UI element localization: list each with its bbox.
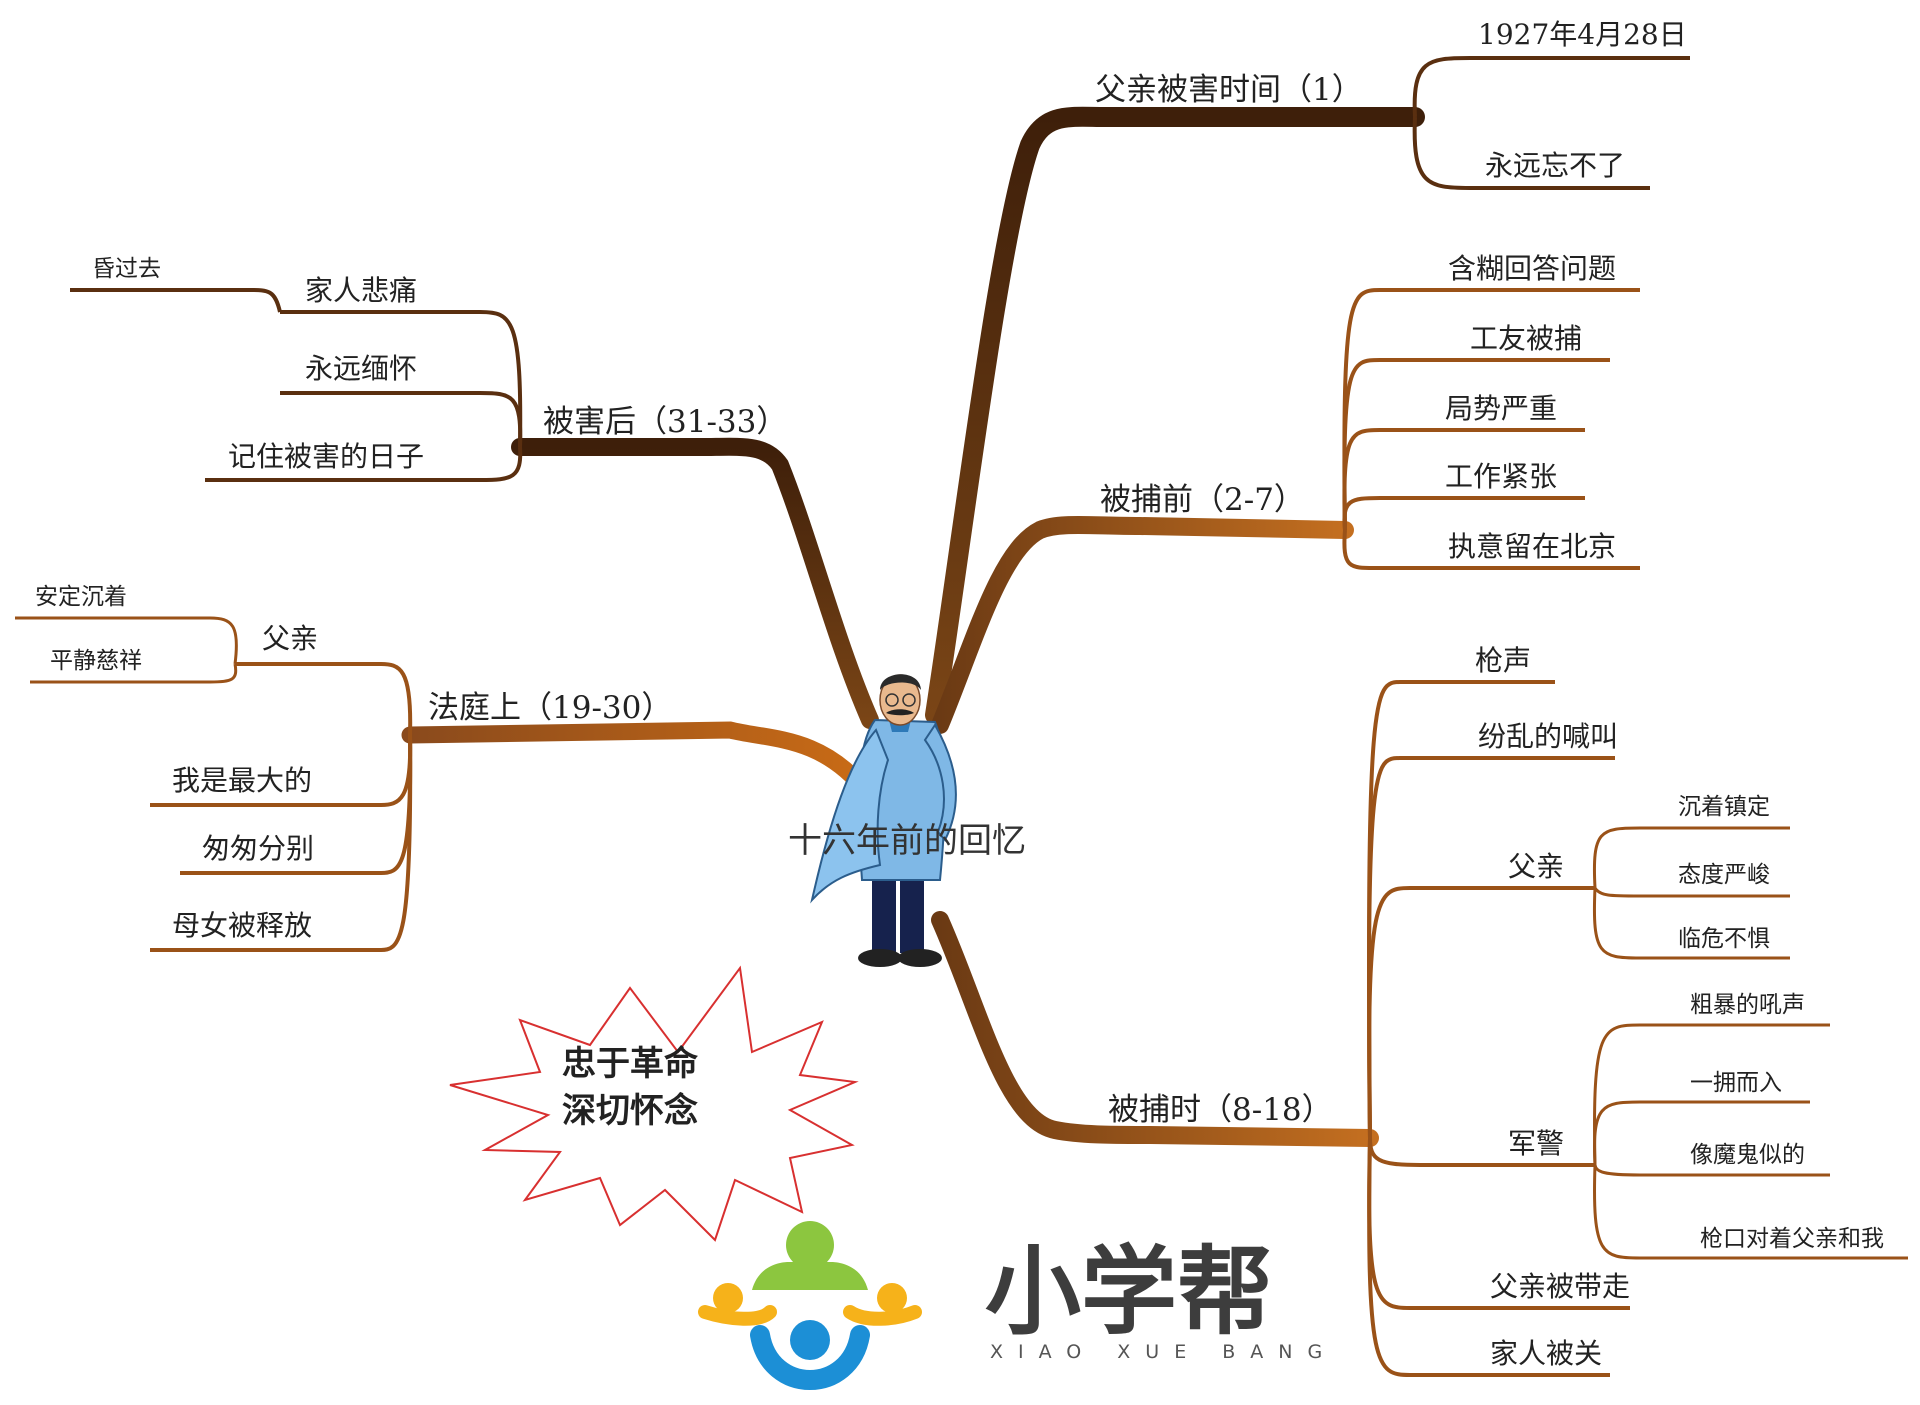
link-during-3 (1367, 886, 1595, 1139)
link-police-4 (1593, 1164, 1908, 1260)
link-during-2 (1367, 756, 1615, 1139)
leaf-court-father-2: 平静慈祥 (50, 648, 142, 674)
link-court-4 (150, 734, 413, 952)
center-title: 十六年前的回忆 (788, 821, 1026, 861)
central-figure (810, 674, 957, 967)
star-line-2: 深切怀念 (562, 1091, 698, 1131)
link-police-2 (1593, 1100, 1810, 1166)
link-police-1 (1593, 1023, 1830, 1166)
leaf-during-2: 纷乱的喊叫 (1478, 720, 1618, 753)
label-time: 父亲被害时间（1） (1095, 72, 1363, 108)
logo-text: 小学帮 (985, 1236, 1273, 1348)
leaf-during-4: 军警 (1508, 1127, 1564, 1160)
leaf-after-1: 家人悲痛 (305, 274, 417, 307)
label-during: 被捕时（8-18） (1108, 1092, 1333, 1128)
leaf-police-2: 一拥而入 (1690, 1070, 1782, 1096)
link-during-father-1 (1592, 826, 1790, 889)
leaf-during-6: 家人被关 (1490, 1337, 1602, 1370)
branch-court (401, 721, 874, 799)
leaf-during-5: 父亲被带走 (1490, 1270, 1630, 1303)
starburst-shape (449, 965, 859, 1242)
logo-subtext: XIAO XUE BANG (990, 1341, 1337, 1363)
branch-during (931, 911, 1379, 1147)
label-court: 法庭上（19-30） (428, 690, 672, 726)
leaf-before-4: 工作紧张 (1445, 460, 1557, 493)
leaf-grief-1: 昏过去 (92, 256, 161, 282)
leaf-court-3: 匆匆分别 (202, 832, 314, 865)
leaf-before-5: 执意留在北京 (1448, 530, 1616, 563)
star-line-1: 忠于革命 (562, 1044, 698, 1084)
leaf-time-2: 永远忘不了 (1485, 149, 1625, 182)
leaf-during-1: 枪声 (1475, 644, 1531, 677)
branch-after (511, 437, 879, 729)
leaf-police-4: 枪口对着父亲和我 (1700, 1226, 1884, 1252)
leaf-during-3: 父亲 (1508, 850, 1564, 883)
link-before-2 (1342, 358, 1610, 531)
leaf-during-father-3: 临危不惧 (1678, 926, 1770, 952)
branch-time (925, 106, 1425, 725)
link-court-1 (235, 662, 413, 736)
link-court-father-2 (30, 663, 238, 684)
branch-before (931, 516, 1354, 734)
leaf-court-father-1: 安定沉着 (35, 584, 127, 610)
link-before-5 (1342, 529, 1640, 571)
leaf-police-1: 粗暴的吼声 (1690, 992, 1805, 1018)
leaf-after-3: 记住被害的日子 (228, 440, 424, 473)
link-time-1 (1412, 56, 1690, 118)
link-after-2 (280, 391, 523, 448)
link-after-3 (205, 446, 523, 482)
leaf-police-3: 像魔鬼似的 (1690, 1142, 1805, 1168)
leaf-time-1: 1927年4月28日 (1478, 18, 1687, 51)
leaf-court-4: 母女被释放 (172, 909, 312, 942)
leaf-before-3: 局势严重 (1445, 392, 1557, 425)
link-during-father-3 (1592, 887, 1790, 960)
link-court-father-1 (15, 616, 238, 665)
link-during-6 (1367, 1137, 1610, 1377)
link-time-2 (1412, 116, 1650, 190)
link-before-4 (1342, 496, 1585, 531)
link-during-father-2 (1593, 887, 1790, 898)
logo-mark-icon (698, 1221, 922, 1390)
leaf-court-1: 父亲 (262, 622, 318, 655)
leaf-during-father-1: 沉着镇定 (1678, 794, 1770, 820)
leaf-before-1: 含糊回答问题 (1448, 252, 1616, 285)
link-before-3 (1342, 428, 1585, 531)
leaf-during-father-2: 态度严峻 (1678, 862, 1770, 888)
leaf-after-2: 永远缅怀 (305, 352, 417, 385)
leaf-before-2: 工友被捕 (1470, 322, 1582, 355)
label-before: 被捕前（2-7） (1100, 482, 1305, 518)
leaf-court-2: 我是最大的 (172, 764, 312, 797)
label-after: 被害后（31-33） (543, 404, 787, 440)
link-after-1 (280, 310, 523, 448)
link-grief-1 (70, 288, 282, 313)
